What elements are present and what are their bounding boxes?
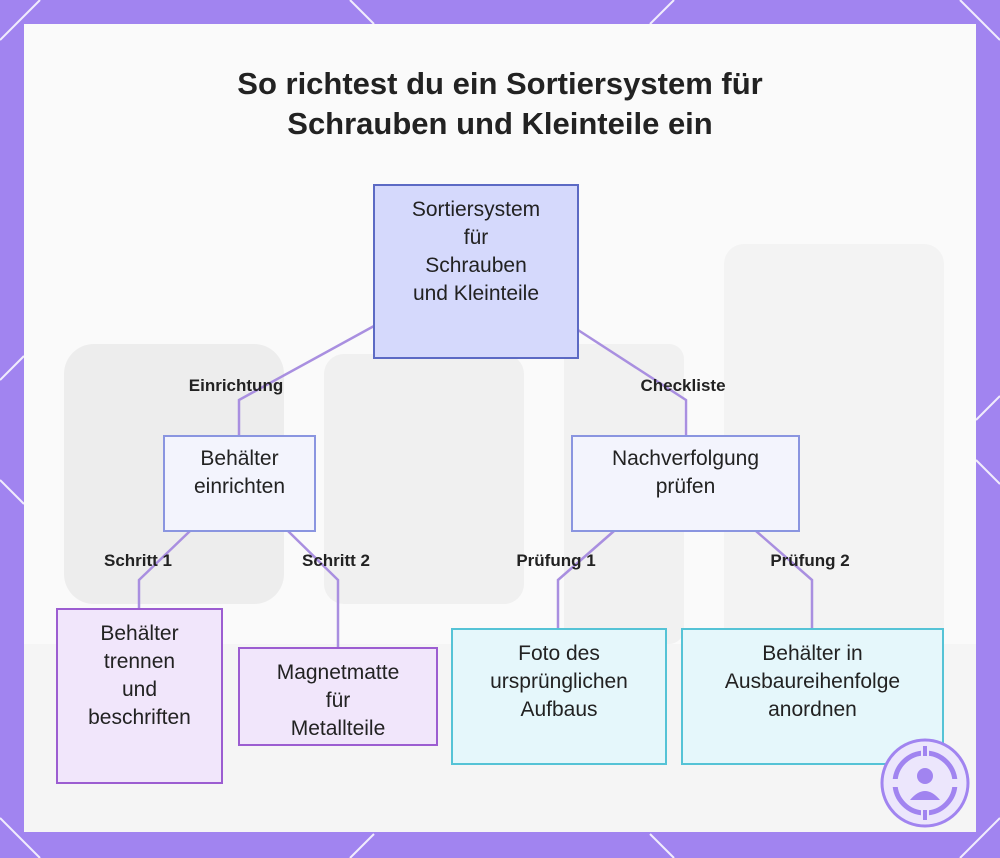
edge-label-pruefung-1: Prüfung 1 xyxy=(516,551,596,570)
node-behaelter-trennen-label: Behälter trennen und beschriften xyxy=(88,622,191,729)
node-nachverfolgung-pruefen: Nachverfolgung prüfen xyxy=(571,435,800,532)
node-root-label: Sortiersystem für Schrauben und Kleintei… xyxy=(411,198,541,305)
target-person-icon xyxy=(880,738,970,828)
edge-label-einrichtung: Einrichtung xyxy=(188,376,284,395)
edge-behaelter-magnet xyxy=(287,530,340,648)
edge-root-behaelter xyxy=(237,324,375,436)
node-behaelter-einrichten-label: Behälter einrichten xyxy=(193,447,286,498)
node-behaelter-trennen: Behälter trennen und beschriften xyxy=(56,608,223,784)
node-root: Sortiersystem für Schrauben und Kleintei… xyxy=(373,184,579,359)
edge-label-pruefung-2: Prüfung 2 xyxy=(770,551,850,570)
edge-behaelter-trennen xyxy=(137,530,191,609)
node-magnetmatte-label: Magnetmatte für Metallteile xyxy=(276,661,400,740)
node-nachverfolgung-pruefen-label: Nachverfolgung prüfen xyxy=(611,447,760,498)
title-line-1: So richtest du ein Sortiersystem für xyxy=(237,66,763,101)
node-ausbaureihenfolge-label: Behälter in Ausbaureihenfolge anordnen xyxy=(724,642,901,721)
diagram-title: So richtest du ein Sortiersystem für Sch… xyxy=(0,64,1000,144)
node-behaelter-einrichten: Behälter einrichten xyxy=(163,435,316,532)
node-ausbaureihenfolge: Behälter in Ausbaureihenfolge anordnen xyxy=(681,628,944,765)
node-foto-aufbau-label: Foto des ursprünglichen Aufbaus xyxy=(490,642,628,721)
node-magnetmatte: Magnetmatte für Metallteile xyxy=(238,647,438,746)
title-line-2: Schrauben und Kleinteile ein xyxy=(287,106,713,141)
edge-nachverfolgung-foto xyxy=(556,530,615,629)
edge-nachverfolgung-anordnen xyxy=(755,530,814,629)
edge-label-checkliste: Checkliste xyxy=(640,376,726,395)
edge-label-schritt-1: Schritt 1 xyxy=(103,551,173,570)
edge-root-nachverfolgung xyxy=(577,328,688,436)
node-foto-aufbau: Foto des ursprünglichen Aufbaus xyxy=(451,628,667,765)
edge-label-schritt-2: Schritt 2 xyxy=(301,551,371,570)
